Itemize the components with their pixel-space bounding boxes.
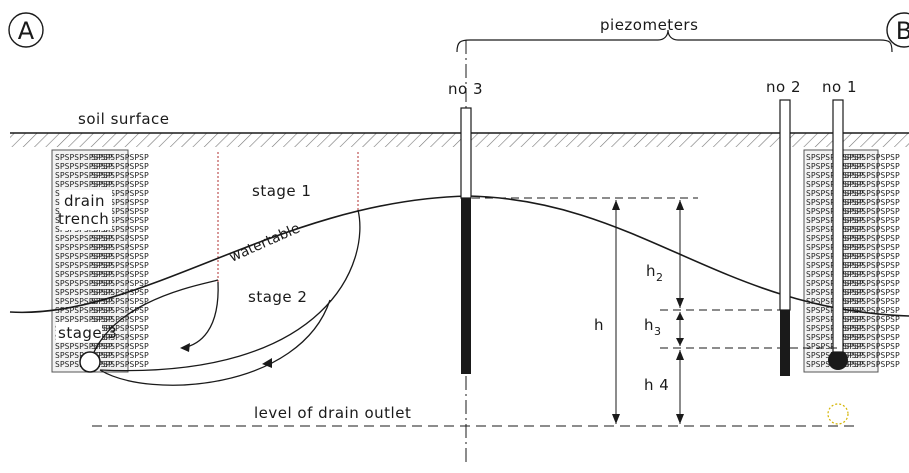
trench-fill-text: SPSPSPSPSPSP [55,252,113,261]
trench-fill-text: SPSPSPSPSPSP [842,324,900,333]
trench-fill-text: SPSPSPSPSPSP [91,360,149,369]
piezometer-no2-label: no 2 [766,78,801,96]
trench-fill-text: SPSPSPSPSPSP [91,261,149,270]
trench-fill-text: SPSPSPSPSPSP [55,261,113,270]
h3-label: h3 [644,316,662,338]
piezometer-no1 [832,99,844,353]
trench-fill-text: SPSPSPSPSPSP [55,279,113,288]
corner-a-label: A [18,17,35,45]
piezometer-no3 [460,107,472,374]
h2-label: h2 [646,262,664,284]
trench-fill-text: SPSPSPSPSPSP [842,207,900,216]
corner-b-circle [886,12,909,48]
trench-fill-text: SPSPSPSPSPSP [91,189,149,198]
trench-fill-text: SPSPSPSPSPSP [842,288,900,297]
trench-fill-text: SPSPSPSPSPSP [91,288,149,297]
drain-pipe-left [79,351,101,373]
trench-fill-text: SPSPSPSPSPSP [55,315,113,324]
trench-fill-text: SPSPSPSPSPSP [842,162,900,171]
trench-fill-text: SPSPSPSPSPSP [55,234,113,243]
trench-fill-text: SPSPSPSPSPSP [91,180,149,189]
trench-fill-text: SPSPSPSPSPSP [842,333,900,342]
stage1-label: stage 1 [252,182,311,200]
h-label: h [594,316,604,334]
trench-fill-text: SPSPSPSPSPSP [91,207,149,216]
trench-fill-text: SPSPSPSPSPSP [91,351,149,360]
h4-label: h 4 [644,376,669,394]
trench-fill-text: SPSPSPSPSPSP [842,351,900,360]
corner-b-label: B [896,17,909,45]
stage2-label: stage 2 [248,288,307,306]
trench-fill-text: SPSPSPSPSPSP [842,279,900,288]
trench-fill-text: SPSPSPSPSPSP [91,342,149,351]
trench-fill-text: SPSPSPSPSPSP [842,153,900,162]
drain-label: drain [64,192,105,210]
piezometers-label: piezometers [600,16,698,34]
trench-fill-text: SPSPSPSPSPSP [91,306,149,315]
trench-fill-text: SPSPSPSPSPSP [842,180,900,189]
drain-outlet-label: level of drain outlet [254,404,411,422]
trench-fill-text: SPSPSPSPSPSP [55,270,113,279]
trench-fill-text: SPSPSPSPSPSP [842,189,900,198]
trench-fill-text: SPSPSPSPSPSP [55,162,113,171]
trench-fill-text: SPSPSPSPSPSP [842,225,900,234]
trench-fill-text: SPSPSPSPSPSP [55,243,113,252]
trench-fill-text: SPSPSPSPSPSP [842,342,900,351]
trench-fill-text: SPSPSPSPSPSP [91,270,149,279]
trench-fill-text: SPSPSPSPSPSP [55,171,113,180]
trench-fill-text: SPSPSPSPSPSP [91,234,149,243]
trench-fill-text: SPSPSPSPSPSP [91,216,149,225]
drain-trench-right: SPSPSPSPSPSPSPSPSPSPSPSPSPSPSPSPSPSPSPSP… [803,149,900,373]
trench-fill-text: SPSPSPSPSPSP [842,270,900,279]
stage3-label: stage 3 [58,324,117,342]
soil-surface-label: soil surface [78,110,170,128]
drain-outlet-marker [827,403,849,425]
flow-line-stage3 [89,279,219,363]
trench-fill-text: SPSPSPSPSPSP [842,243,900,252]
flow-line-deep [99,299,331,386]
trench-fill-text: SPSPSPSPSPSP [842,216,900,225]
soil-surface-band [10,133,909,147]
piezometers-brace [456,29,893,53]
trench-fill-text: SPSPSPSPSPSP [91,225,149,234]
corner-a-circle [8,12,44,48]
trench-fill-text: SPSPSPSPSPSP [91,333,149,342]
trench-fill-text: SPSPSPSPSPSP [91,243,149,252]
drain-pipe-right [828,350,848,370]
trench-fill-text: SPSPSPSPSPSP [91,324,149,333]
trench-fill-text: SPSPSPSPSPSP [55,180,113,189]
trench-fill-text: SPSPSPSPSPSP [55,297,113,306]
trench-fill-text: SPSPSPSPSPSP [91,279,149,288]
trench-fill-text: SPSPSPSPSPSP [842,360,900,369]
trench-fill-text: SPSPSPSPSPSP [91,162,149,171]
trench-fill-text: SPSPSPSPSPSP [55,342,113,351]
flow-line-outer [99,209,361,372]
watertable-label: watertable [227,220,302,265]
trench-fill-text: SPSPSPSPSPSP [842,261,900,270]
trench-fill-text: SPSPSPSPSPSP [55,288,113,297]
flow-arrow-stage2 [180,343,190,352]
trench-fill-text: SPSPSPSPSPSP [842,252,900,261]
piezometer-no2 [779,99,791,376]
trench-fill-text: SPSPSPSPSPSP [842,234,900,243]
trench-fill-text: SPSPSPSPSPSP [91,297,149,306]
trench-fill-text: SPSPSPSPSPSP [842,171,900,180]
trench-fill-text: SPSPSPSPSPSP [91,198,149,207]
trench-fill-text: SPSPSPSPSPSP [91,252,149,261]
trench-fill-text: SPSPSPSPSPSP [842,315,900,324]
trench-fill-text: SPSPSPSPSPSP [55,153,113,162]
trench-fill-text: SPSPSPSPSPSP [55,306,113,315]
flow-arrow-deep [262,358,272,368]
trench-fill-text: SPSPSPSPSPSP [91,171,149,180]
piezometer-no1-label: no 1 [822,78,857,96]
flow-line-stage2 [181,281,219,349]
trench-fill-text: SPSPSPSPSPSP [842,297,900,306]
trench-label: trench [58,210,109,228]
trench-fill-text: SPSPSPSPSPSP [842,306,900,315]
trench-fill-text: SPSPSPSPSPSP [842,198,900,207]
trench-fill-text: SPSPSPSPSPSP [91,153,149,162]
piezometer-no3-label: no 3 [448,80,483,98]
